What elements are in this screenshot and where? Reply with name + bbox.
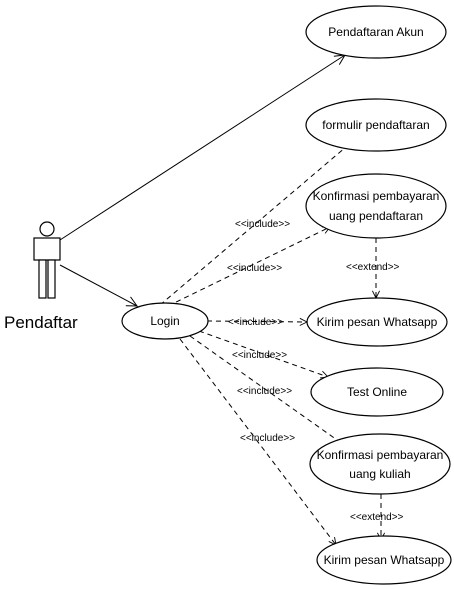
use-case-label-konfirmasi-kuliah-1: Konfirmasi pembayaran [317,448,444,462]
association-actor-login [59,264,137,306]
actor-label: Pendaftar [4,313,78,332]
use-case-label-formulir: formulir pendaftaran [322,118,429,132]
include-login-wa1 [206,321,307,322]
include-label-wa2: <<include>> [240,433,295,444]
use-case-label-test-online: Test Online [347,385,407,399]
association-actor-pendaftaran-akun [59,55,345,241]
include-label-test-online: <<include>> [232,350,287,361]
extend-label-wa2: <<extend>> [350,512,404,523]
include-login-konfirmasi-daftar [167,227,330,307]
include-label-wa1: <<include>> [228,317,283,328]
include-login-test-online [198,330,328,377]
actor-body [33,237,61,261]
include-label-konfirmasi-daftar: <<include>> [227,263,282,274]
include-login-formulir [159,141,353,306]
use-case-kirim-whatsapp-1: Kirim pesan Whatsapp [306,297,448,347]
actor-leg-right [47,259,56,299]
use-case-formulir-pendaftaran: formulir pendaftaran [305,98,447,152]
use-case-kirim-whatsapp-2: Kirim pesan Whatsapp [316,535,452,585]
use-case-konfirmasi-uang-pendaftaran: Konfirmasi pembayaran uang pendaftaran [305,173,447,239]
actor-head [39,221,55,237]
use-case-label-konfirmasi-daftar-1: Konfirmasi pembayaran [313,189,440,203]
use-case-label-konfirmasi-kuliah-2: uang kuliah [349,467,410,481]
use-case-login: Login [121,302,209,340]
use-case-label-wa1: Kirim pesan Whatsapp [317,315,438,329]
use-case-pendaftaran-akun: Pendaftaran Akun [305,5,447,59]
actor-pendaftar: Pendaftar [4,221,78,332]
use-case-label-wa2: Kirim pesan Whatsapp [324,553,445,567]
use-case-label-konfirmasi-daftar-2: uang pendaftaran [329,209,423,223]
include-login-wa2 [179,338,336,545]
include-label-formulir: <<include>> [235,219,290,230]
actor-leg-left [38,259,47,299]
use-case-konfirmasi-uang-kuliah: Konfirmasi pembayaran uang kuliah [309,433,451,495]
include-label-konfirmasi-kuliah: <<include>> [237,386,292,397]
use-case-test-online: Test Online [310,367,444,417]
use-case-label-login: Login [150,314,179,328]
use-case-label-pendaftaran-akun: Pendaftaran Akun [328,25,423,39]
extend-label-wa1: <<extend>> [346,262,400,273]
